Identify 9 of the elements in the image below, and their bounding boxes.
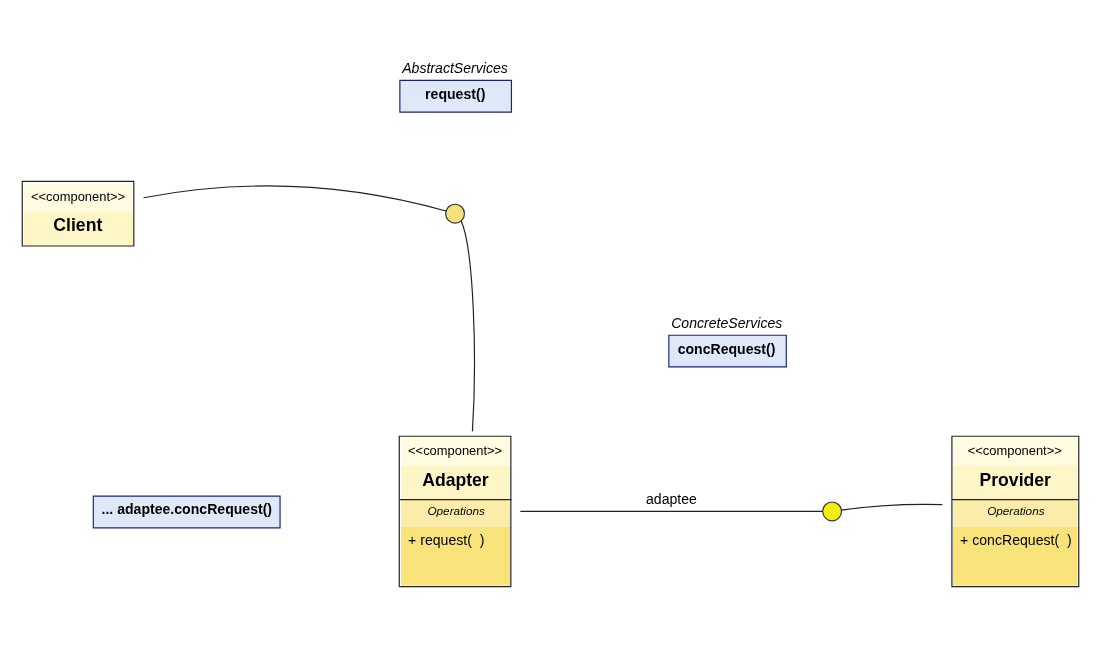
connector: [143, 184, 447, 212]
connector: [840, 503, 943, 511]
node-label: ConcreteServices: [671, 314, 783, 331]
edge-label: adaptee: [646, 490, 697, 507]
node-circle: [822, 500, 843, 521]
node-label: AbstractServices: [402, 59, 508, 76]
node-circle: [445, 203, 466, 224]
connector: [460, 219, 475, 432]
connector: [519, 510, 824, 512]
